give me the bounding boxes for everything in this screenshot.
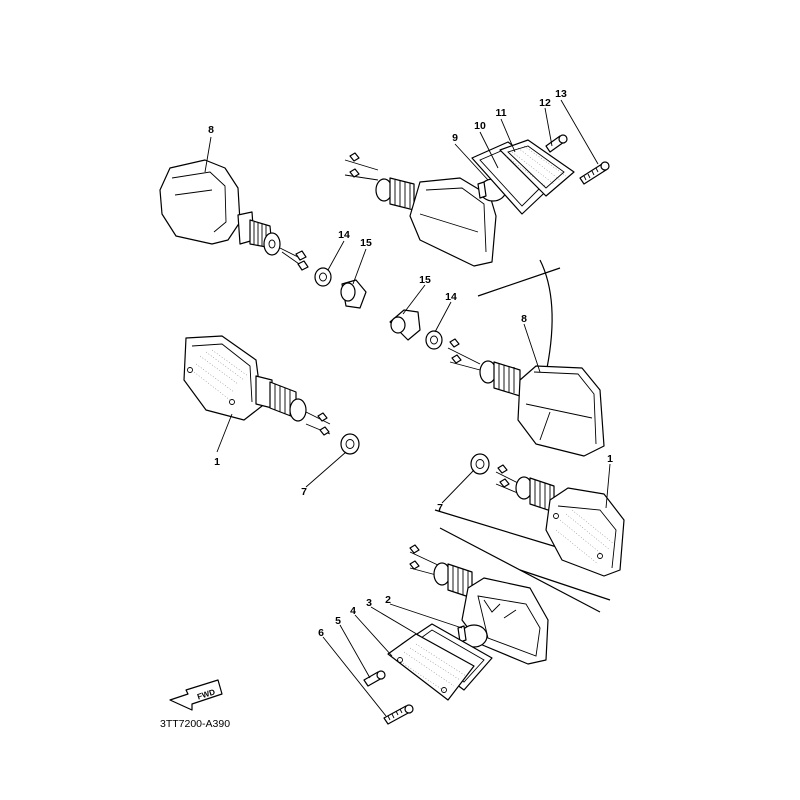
flasher-stem-lower-right [515, 476, 555, 513]
flasher-assembly-top-center [344, 134, 610, 267]
callout-7-mid-left: 7 [301, 486, 307, 498]
wire-leads-top-center [344, 152, 379, 181]
callout-1-lower-right: 1 [607, 453, 613, 465]
flasher-assembly-mid-right [389, 309, 605, 457]
flasher-assembly-mid-left [183, 335, 360, 455]
flasher-assembly-top-left [159, 159, 367, 309]
callout-8-top-left: 8 [208, 124, 214, 136]
flasher-assembly-lower-right [470, 453, 625, 577]
callout-10: 10 [474, 120, 486, 132]
screw-13-top [579, 161, 610, 185]
callout-15-mid: 15 [419, 274, 431, 286]
callout-7-lower-right: 7 [437, 502, 443, 514]
wire-leads-mid-left [305, 411, 331, 436]
callout-labels: 8 14 15 9 10 11 12 13 15 14 8 1 7 1 7 2 … [208, 88, 613, 639]
callout-5: 5 [335, 615, 341, 627]
wire-leads-mid-right [447, 338, 481, 371]
lens-11-top [499, 139, 575, 197]
screw-6-bottom [383, 704, 414, 725]
grommet-7-left [340, 433, 360, 455]
callout-2: 2 [385, 594, 391, 606]
separator-lines [434, 259, 611, 613]
flasher-stem-top-center [375, 177, 415, 211]
boot-15-right [389, 309, 421, 341]
callout-13: 13 [555, 88, 567, 100]
callout-15-top-left: 15 [360, 237, 372, 249]
callout-9: 9 [452, 132, 458, 144]
screw-5-bottom [363, 670, 386, 687]
callout-12: 12 [539, 97, 551, 109]
grommet-7-right [470, 453, 490, 475]
callout-4: 4 [350, 605, 356, 617]
flasher-assembly-bottom [363, 544, 549, 725]
fwd-arrow-icon: FWD [169, 679, 223, 711]
wire-leads-bottom [409, 544, 441, 577]
callout-8-mid-right: 8 [521, 313, 527, 325]
wire-leads-lower-right [495, 464, 521, 495]
flasher-stem-mid-left [269, 381, 307, 422]
callout-3: 3 [366, 597, 372, 609]
callout-1-mid-left: 1 [214, 456, 220, 468]
grommet-14-left [314, 267, 332, 287]
flasher-stem-mid-right [479, 360, 521, 397]
bulb-2-bottom [457, 624, 488, 648]
grommet-14-right [425, 330, 443, 350]
wire-leads-top-left [279, 247, 309, 271]
callout-6: 6 [318, 627, 324, 639]
callout-14-mid: 14 [445, 291, 457, 303]
callout-14-top-left: 14 [338, 229, 350, 241]
screw-12-top [545, 134, 568, 153]
flasher-stem-bottom [433, 562, 473, 599]
callout-11: 11 [495, 107, 506, 119]
boot-15-left [340, 279, 367, 309]
leader-lines [204, 99, 611, 717]
drawing-code: 3TT7200-A390 [160, 718, 230, 730]
flasher-stem-top-left [249, 219, 281, 256]
lens-4-bottom [387, 633, 475, 701]
